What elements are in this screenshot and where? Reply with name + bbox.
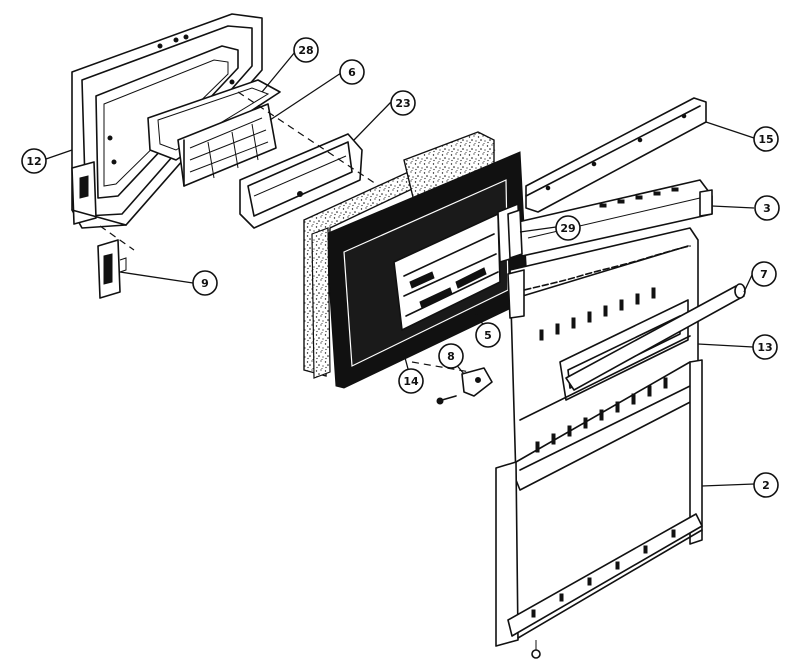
callout-number: 15 bbox=[758, 133, 773, 146]
part-8-hinge-bracket bbox=[436, 367, 493, 405]
callout-2: 2 bbox=[753, 472, 779, 498]
callout-number: 5 bbox=[484, 329, 492, 342]
leader-lines bbox=[45, 51, 755, 487]
callout-circle bbox=[753, 126, 779, 152]
callout-28: 28 bbox=[293, 37, 319, 63]
callout-8: 8 bbox=[438, 343, 464, 369]
callout-number: 6 bbox=[348, 66, 356, 79]
callout-13: 13 bbox=[752, 334, 778, 360]
callout-number: 9 bbox=[201, 277, 209, 290]
callout-circle bbox=[751, 261, 777, 287]
callout-circle bbox=[21, 148, 47, 174]
part-9-hinge bbox=[97, 239, 127, 299]
callout-circle bbox=[390, 90, 416, 116]
callout-number: 29 bbox=[560, 222, 575, 235]
callout-circle bbox=[752, 334, 778, 360]
callout-number: 13 bbox=[757, 341, 772, 354]
callout-number: 3 bbox=[763, 202, 771, 215]
callout-circle bbox=[475, 322, 501, 348]
callout-9: 9 bbox=[192, 270, 218, 296]
callout-14: 14 bbox=[398, 368, 424, 394]
callout-12: 12 bbox=[21, 148, 47, 174]
callout-5: 5 bbox=[475, 322, 501, 348]
callout-circle bbox=[555, 215, 581, 241]
callout-labels: 12 28 6 23 15 3 29 7 13 5 14 8 9 2 bbox=[21, 37, 780, 498]
callout-6: 6 bbox=[339, 59, 365, 85]
callout-circle bbox=[192, 270, 218, 296]
callout-number: 12 bbox=[26, 155, 41, 168]
callout-number: 14 bbox=[403, 375, 419, 388]
part-29-side-clip bbox=[507, 209, 523, 259]
callout-circle bbox=[438, 343, 464, 369]
callout-circle bbox=[753, 472, 779, 498]
part-14-insulation-assembly bbox=[303, 131, 529, 389]
part-2-outer-frame bbox=[495, 359, 703, 659]
callout-29: 29 bbox=[555, 215, 581, 241]
callout-circle bbox=[339, 59, 365, 85]
frame-bottom-slots bbox=[531, 529, 676, 618]
callout-15: 15 bbox=[753, 126, 779, 152]
callout-number: 8 bbox=[447, 350, 455, 363]
callout-3: 3 bbox=[754, 195, 780, 221]
part-6-inner-box bbox=[177, 103, 277, 187]
callout-circle bbox=[754, 195, 780, 221]
callout-23: 23 bbox=[390, 90, 416, 116]
callout-circle bbox=[398, 368, 424, 394]
callout-7: 7 bbox=[751, 261, 777, 287]
callout-number: 23 bbox=[395, 97, 410, 110]
part-23-tray bbox=[239, 133, 363, 229]
callout-circle bbox=[293, 37, 319, 63]
callout-number: 2 bbox=[762, 479, 770, 492]
callout-number: 28 bbox=[298, 44, 313, 57]
callout-number: 7 bbox=[760, 268, 768, 281]
